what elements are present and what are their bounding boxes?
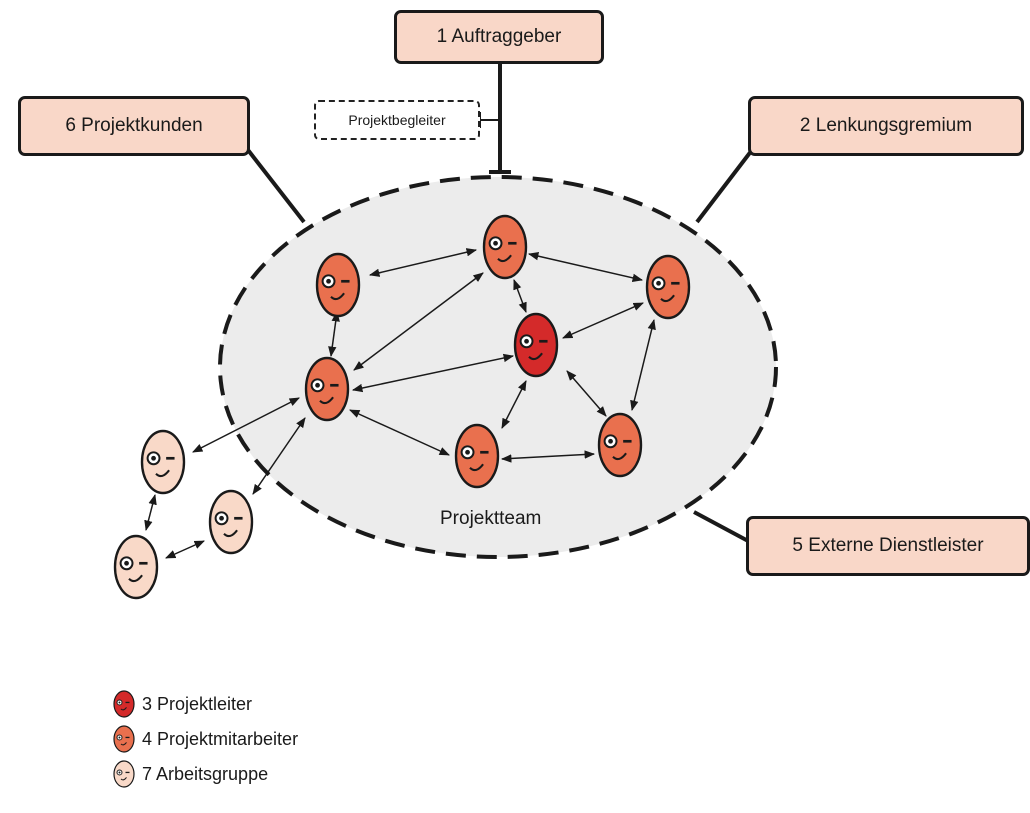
arrow	[527, 252, 644, 282]
legend-projektleiter-icon	[113, 690, 135, 718]
arrow	[630, 318, 656, 412]
projektbegleiter-label: Projektbegleiter	[348, 112, 446, 128]
role-projektkunden: 6 Projektkunden	[18, 96, 250, 156]
person-projektleiter-icon	[513, 312, 559, 378]
face-icon	[112, 761, 138, 787]
person-projektmitarbeiter-icon	[304, 356, 350, 422]
person-projektmitarbeiter-icon	[597, 412, 643, 478]
person-projektmitarbeiter-icon	[454, 423, 500, 489]
arrow	[566, 370, 607, 417]
role-auftraggeber: 1 Auftraggeber	[394, 10, 604, 64]
role-externe-dienstleister-label: 5 Externe Dienstleister	[792, 535, 984, 556]
arrow	[368, 248, 478, 277]
externe-dienstleister-connector	[693, 510, 751, 544]
person-projektmitarbeiter-icon	[315, 252, 361, 318]
legend-arbeitsgruppe-icon	[113, 760, 135, 788]
role-auftraggeber-label: 1 Auftraggeber	[436, 26, 562, 47]
arrow	[252, 417, 306, 495]
legend-item-projektleiter: 3 Projektleiter	[112, 691, 252, 717]
person-projektmitarbeiter-icon	[482, 214, 528, 280]
arrow	[500, 450, 596, 463]
arrow	[349, 409, 450, 456]
arrow	[144, 493, 157, 532]
legend-projektmitarbeiter-icon	[113, 725, 135, 753]
arrow	[351, 353, 515, 393]
projektteam-label: Projektteam	[440, 508, 542, 529]
arrow	[513, 279, 527, 313]
legend-item-arbeitsgruppe: 7 Arbeitsgruppe	[112, 761, 268, 787]
role-externe-dienstleister: 5 Externe Dienstleister	[746, 516, 1030, 576]
arrow	[501, 380, 527, 429]
role-projektkunden-label: 6 Projektkunden	[65, 115, 203, 136]
arrow	[328, 310, 340, 358]
communication-arrows	[144, 248, 656, 559]
person-arbeitsgruppe-icon	[208, 489, 254, 555]
lenkungsgremium-connector	[695, 148, 754, 224]
role-lenkungsgremium-label: 2 Lenkungsgremium	[799, 115, 973, 136]
arrow	[562, 302, 644, 339]
role-lenkungsgremium: 2 Lenkungsgremium	[748, 96, 1024, 156]
legend-label: 7 Arbeitsgruppe	[142, 763, 269, 784]
arrow	[165, 540, 205, 559]
person-arbeitsgruppe-icon	[140, 429, 186, 495]
person-arbeitsgruppe-icon	[113, 534, 159, 600]
face-icon	[112, 691, 138, 717]
person-symbols	[113, 214, 691, 600]
arrow	[353, 272, 484, 371]
legend-item-projektmitarbeiter: 4 Projektmitarbeiter	[112, 726, 298, 752]
legend-label: 3 Projektleiter	[142, 693, 253, 714]
legend-icons	[113, 690, 135, 788]
projektkunden-connector	[246, 148, 306, 224]
face-icon	[112, 726, 138, 752]
projektbegleiter-box: Projektbegleiter	[314, 100, 480, 140]
legend-label: 4 Projektmitarbeiter	[142, 728, 299, 749]
person-projektmitarbeiter-icon	[645, 254, 691, 320]
arrow	[192, 397, 300, 453]
